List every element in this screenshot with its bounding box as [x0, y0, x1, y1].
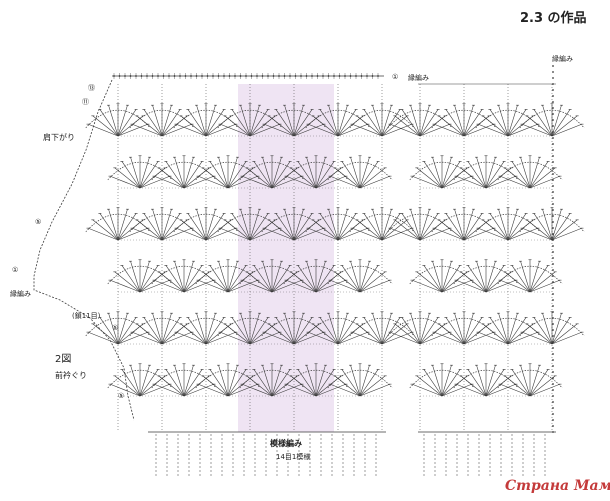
row-marker: ⑤: [35, 218, 41, 226]
row-marker: ⑪: [82, 98, 89, 106]
row-note: (鎖11目): [72, 311, 101, 320]
edge-label-right: 縁編み: [552, 54, 573, 63]
bottom-stitch-lines: [155, 434, 546, 476]
top-edge-border: [33, 65, 556, 433]
edge-label-top: 縁編み: [408, 73, 429, 82]
shoulder-label: 肩下がり: [43, 132, 75, 142]
row-marker: ⑤: [112, 324, 118, 332]
repeat-label: 14目1模様: [276, 452, 310, 461]
pattern-label: 模様編み: [270, 438, 302, 448]
left-chart-panel: [85, 84, 415, 432]
row-marker: ⑬: [88, 84, 95, 92]
row-marker: ①: [392, 73, 398, 81]
row-marker: ⑤: [118, 392, 124, 400]
figure-label: 2図: [55, 353, 71, 365]
diagram-title: 2.3 の作品: [520, 10, 587, 26]
watermark-text: Страна Мам: [505, 478, 610, 494]
edge-label-left: 縁編み: [10, 289, 31, 298]
repeat-highlight: [238, 84, 334, 432]
row-marker: ①: [12, 266, 18, 274]
neckline-label: 前衿ぐり: [55, 370, 87, 380]
row-markers: ⑬ ⑪ ⑤ ① ⑤ ⑤ ①: [12, 73, 398, 400]
